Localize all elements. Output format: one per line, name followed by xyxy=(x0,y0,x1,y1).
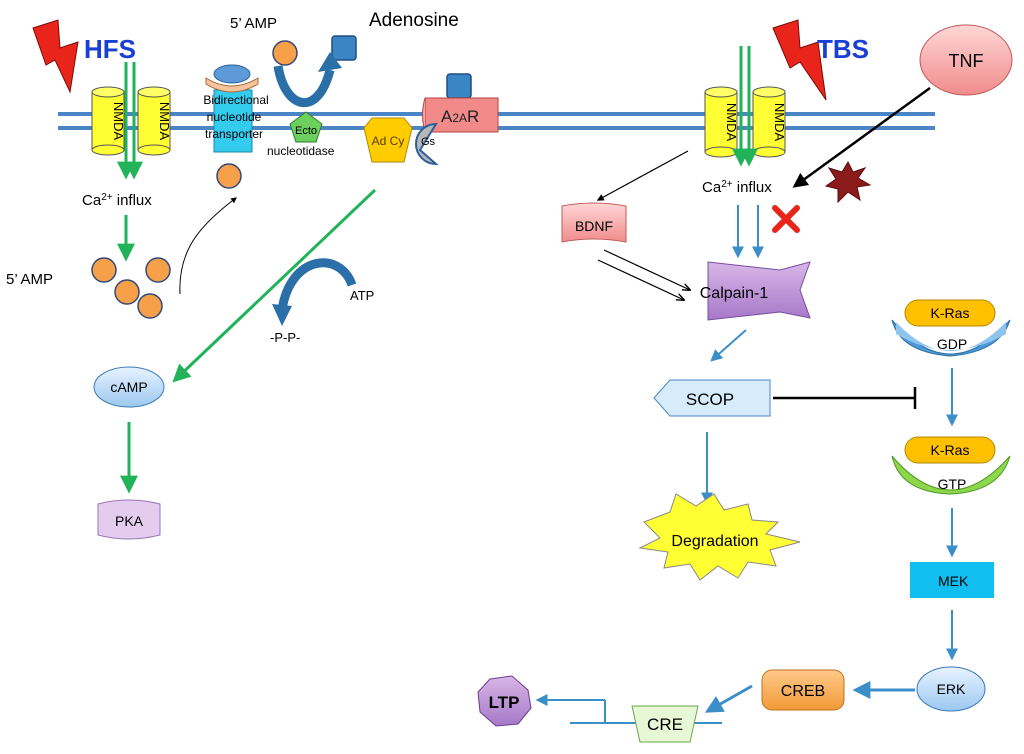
ecto-conversion-arrow xyxy=(273,65,335,107)
adcy-label: Ad Cy xyxy=(372,134,405,148)
scop-label: SCOP xyxy=(686,390,734,409)
kras-label-1: K-Ras xyxy=(931,305,970,321)
nmda-label: NMDA xyxy=(724,103,739,142)
tnf-node xyxy=(919,24,1013,96)
lightning-icon-tbs xyxy=(772,19,827,101)
ca-influx-right: Ca2+ influx xyxy=(702,179,772,197)
degradation-burst xyxy=(638,493,801,581)
calpain-label: Calpain-1 xyxy=(700,285,769,302)
bdnf-label: BDNF xyxy=(575,218,613,234)
calpain-1-node: Calpain-1 xyxy=(700,261,811,321)
nmda-label: NMDA xyxy=(111,102,126,141)
camp-node xyxy=(93,366,165,408)
ecto-label-2: nucleotidase xyxy=(267,144,335,158)
burst-icon xyxy=(824,160,872,204)
amp-molecule-inside xyxy=(216,163,242,189)
ca-influx-left: Ca2+ influx xyxy=(82,192,152,210)
kras-gdp-complex: K-Ras GDP xyxy=(891,299,1011,357)
lightning-icon-hfs xyxy=(32,19,79,94)
transporter-label-3: transporter xyxy=(205,127,263,141)
gdp-label: GDP xyxy=(937,336,967,352)
scop-node xyxy=(653,379,771,417)
transporter-label-1: Bidirectional xyxy=(203,93,268,107)
nmda-receptor-right-2: NMDA xyxy=(752,86,787,158)
gs-label: Gs xyxy=(421,136,436,148)
ecto-label: Ecto xyxy=(295,125,317,137)
pka-node xyxy=(97,499,161,540)
tnf-label: TNF xyxy=(949,51,984,71)
kras-label-2: K-Ras xyxy=(931,442,970,458)
amp-molecules-cluster xyxy=(91,257,171,319)
cre-label: CRE xyxy=(647,715,683,734)
mek-node xyxy=(910,562,994,598)
amp-left-label: 5’ AMP xyxy=(6,271,53,288)
block-x-icon xyxy=(772,205,800,233)
hfs-title: HFS xyxy=(84,34,136,64)
adenosine-label: Adenosine xyxy=(369,10,459,31)
nmda-receptor-left-1: NMDA xyxy=(91,86,126,156)
nmda-receptor-right-1: NMDA xyxy=(704,86,739,158)
atp-conversion-arrow xyxy=(277,258,357,311)
nmda-receptor-left-2: NMDA xyxy=(137,86,172,156)
amp-top-label: 5’ AMP xyxy=(230,15,277,32)
nmda-label: NMDA xyxy=(157,102,172,141)
adenosine-square-bound xyxy=(446,73,472,99)
pka-label: PKA xyxy=(115,513,144,529)
gtp-label: GTP xyxy=(938,476,967,492)
cre-node xyxy=(631,705,699,743)
ppi-label: -P-P- xyxy=(270,330,300,345)
gs-protein xyxy=(415,122,439,166)
svg-text:A2AR: A2AR xyxy=(441,107,479,126)
tbs-title: TBS xyxy=(817,34,869,64)
ltp-label: LTP xyxy=(489,693,520,712)
creb-node xyxy=(761,669,845,711)
atp-label: ATP xyxy=(350,288,374,303)
adenosine-square xyxy=(331,35,357,61)
mek-label: MEK xyxy=(938,573,969,589)
erk-node xyxy=(916,666,986,712)
creb-label: CREB xyxy=(781,683,825,700)
a2a-receptor: A2AR xyxy=(422,97,499,133)
camp-label: cAMP xyxy=(110,379,147,395)
bdnf-node xyxy=(561,202,627,243)
erk-label: ERK xyxy=(937,681,966,697)
nmda-label: NMDA xyxy=(772,103,787,142)
ltp-node xyxy=(477,675,532,727)
bidirectional-nucleotide-transporter xyxy=(205,64,259,153)
adenylyl-cyclase xyxy=(363,117,413,163)
amp-molecule-top xyxy=(272,40,298,66)
ecto-nucleotidase-enzyme xyxy=(289,111,323,143)
kras-gtp-complex: K-Ras GTP xyxy=(891,436,1011,495)
transporter-label-2: nucleotide xyxy=(207,110,262,124)
degradation-label: Degradation xyxy=(671,533,758,550)
